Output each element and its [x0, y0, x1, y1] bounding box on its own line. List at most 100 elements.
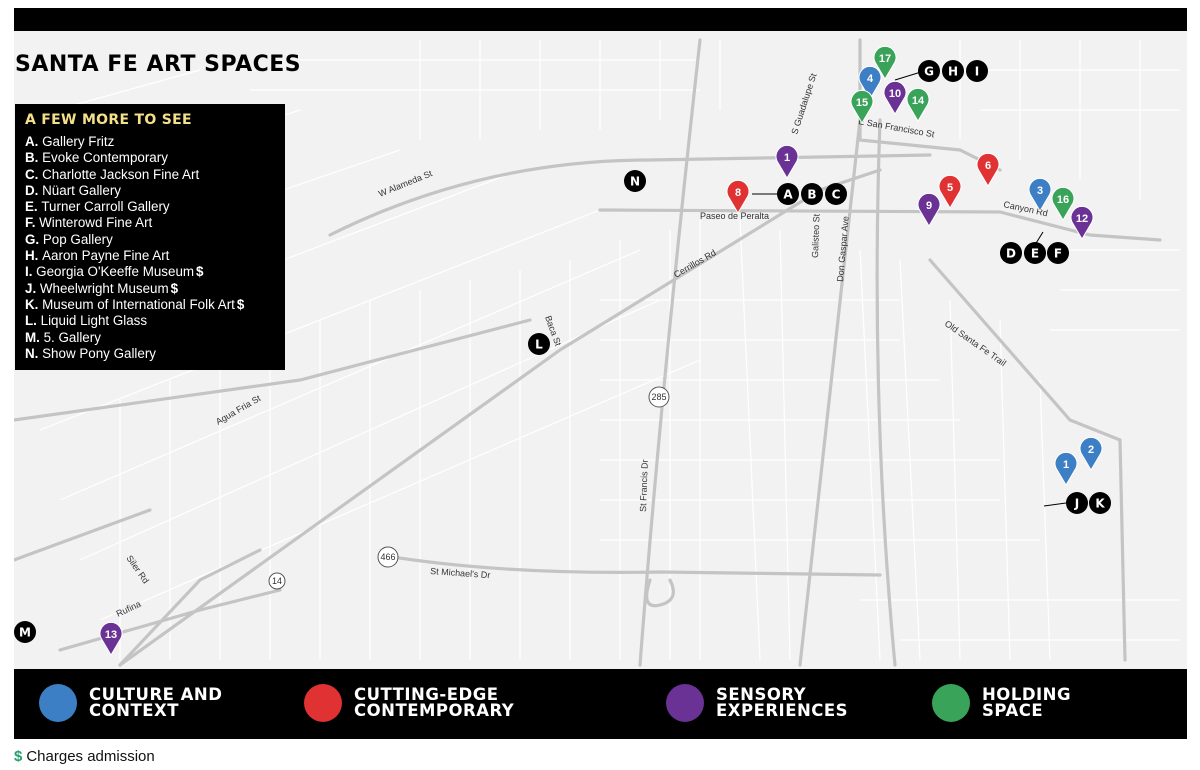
pin-number: 1: [1063, 459, 1069, 471]
more-to-see-item: A. Gallery Fritz: [25, 134, 275, 150]
admission-footnote: $Charges admission: [14, 748, 155, 765]
leader-lines: [752, 71, 1067, 507]
label-st-michaels: St Michael's Dr: [430, 566, 491, 580]
letter-marker-h[interactable]: H: [942, 60, 964, 82]
pin-number: 12: [1076, 213, 1088, 225]
label-siler: Siler Rd: [124, 553, 151, 585]
pin-number: 3: [1037, 185, 1043, 197]
culture-label: CULTURE AND CONTEXT: [89, 685, 223, 720]
item-key: G.: [25, 231, 43, 247]
map-pin-1[interactable]: 1: [775, 144, 799, 179]
map-pin-2[interactable]: 2: [1079, 436, 1103, 471]
letter-marker-label: H: [948, 65, 958, 79]
letter-marker-b[interactable]: B: [801, 183, 823, 205]
map-pin-16[interactable]: 16: [1051, 186, 1075, 221]
letter-marker-i[interactable]: I: [966, 60, 988, 82]
pin-number: 16: [1057, 194, 1069, 206]
holding-label: HOLDING SPACE: [982, 685, 1072, 720]
agua-fria-road: [14, 318, 532, 422]
cerrillos-road: [118, 168, 882, 667]
label-rufina: Rufina: [115, 599, 143, 619]
admission-dollar-icon: $: [170, 280, 179, 296]
more-to-see-item: C. Charlotte Jackson Fine Art: [25, 167, 275, 183]
map-pin-15[interactable]: 15: [850, 89, 874, 124]
label-old-santa-fe: Old Santa Fe Trail: [943, 318, 1008, 368]
pin-number: 15: [856, 97, 868, 109]
more-to-see-item: N. Show Pony Gallery: [25, 346, 275, 362]
letter-marker-m[interactable]: M: [14, 621, 36, 643]
item-key: D.: [25, 182, 43, 198]
map-pin-12[interactable]: 12: [1070, 205, 1094, 240]
label-paseo: Paseo de Peralta: [700, 211, 769, 221]
pin-number: 8: [735, 187, 741, 199]
letter-marker-a[interactable]: A: [777, 183, 799, 205]
dollar-icon: $: [14, 748, 23, 765]
pin-marker-icon: [726, 179, 750, 214]
map-pin-8[interactable]: 8: [726, 179, 750, 214]
letter-marker-l[interactable]: L: [528, 333, 550, 355]
map-pin-17[interactable]: 17: [873, 45, 897, 80]
item-key: H.: [25, 248, 43, 264]
map-pin-3[interactable]: 3: [1028, 177, 1052, 212]
pin-marker-icon: [1070, 205, 1094, 240]
pin-number: 5: [947, 182, 953, 194]
pin-marker-icon: [1054, 451, 1078, 486]
map-pin-13[interactable]: 13: [99, 621, 123, 656]
letter-marker-circle: [1066, 492, 1088, 514]
pin-marker-icon: [1028, 177, 1052, 212]
shield-466-label: 466: [380, 552, 395, 562]
map-pin-6[interactable]: 6: [976, 152, 1000, 187]
item-name: Aaron Payne Fine Art: [42, 248, 170, 264]
more-to-see-item: G. Pop Gallery: [25, 232, 275, 248]
letter-marker-j[interactable]: J: [1066, 492, 1088, 514]
label-agua-fria: Agua Fria St: [214, 393, 263, 427]
letter-marker-d[interactable]: D: [1000, 242, 1022, 264]
more-to-see-item: B. Evoke Contemporary: [25, 150, 275, 166]
pin-marker-icon: [858, 65, 882, 100]
item-name: 5. Gallery: [43, 329, 101, 345]
don-gaspar-road: [875, 118, 897, 667]
letter-marker-circle: [1000, 242, 1022, 264]
letter-marker-circle: [528, 333, 550, 355]
map-pin-1[interactable]: 1: [1054, 451, 1078, 486]
letter-marker-label: N: [630, 175, 640, 189]
letter-marker-g[interactable]: G: [918, 60, 940, 82]
map-pin-5[interactable]: 5: [938, 174, 962, 209]
letter-marker-label: I: [975, 65, 979, 79]
letter-marker-label: F: [1054, 247, 1062, 261]
letter-marker-label: C: [832, 188, 841, 202]
map-pin-14[interactable]: 14: [906, 87, 930, 122]
letter-marker-c[interactable]: C: [825, 183, 847, 205]
letter-marker-e[interactable]: E: [1024, 242, 1046, 264]
pin-number: 10: [889, 88, 901, 100]
item-key: A.: [25, 134, 43, 149]
shield-285: [648, 386, 670, 408]
item-name: Evoke Contemporary: [42, 150, 168, 166]
pin-marker-icon: [883, 80, 907, 115]
item-name: Show Pony Gallery: [42, 345, 156, 361]
shield-14: [268, 572, 286, 590]
sensory-color-dot: [666, 684, 704, 722]
letter-marker-circle: [942, 60, 964, 82]
letter-marker-k[interactable]: K: [1089, 492, 1111, 514]
holding-color-dot: [932, 684, 970, 722]
west-road: [14, 508, 152, 562]
item-key: K.: [25, 296, 43, 312]
letter-marker-circle: [801, 183, 823, 205]
item-key: F.: [25, 215, 40, 231]
map-pin-4[interactable]: 4: [858, 65, 882, 100]
more-to-see-item: E. Turner Carroll Gallery: [25, 199, 275, 215]
shield-14-label: 14: [272, 576, 282, 586]
map-pin-9[interactable]: 9: [917, 192, 941, 227]
admission-dollar-icon: $: [196, 264, 204, 280]
letter-marker-f[interactable]: F: [1047, 242, 1069, 264]
more-to-see-item: F. Winterowd Fine Art: [25, 215, 275, 231]
admission-dollar-icon: $: [236, 296, 245, 312]
letter-marker-n[interactable]: N: [624, 170, 646, 192]
map-pin-10[interactable]: 10: [883, 80, 907, 115]
letter-marker-circle: [1024, 242, 1046, 264]
pin-marker-icon: [1051, 186, 1075, 221]
